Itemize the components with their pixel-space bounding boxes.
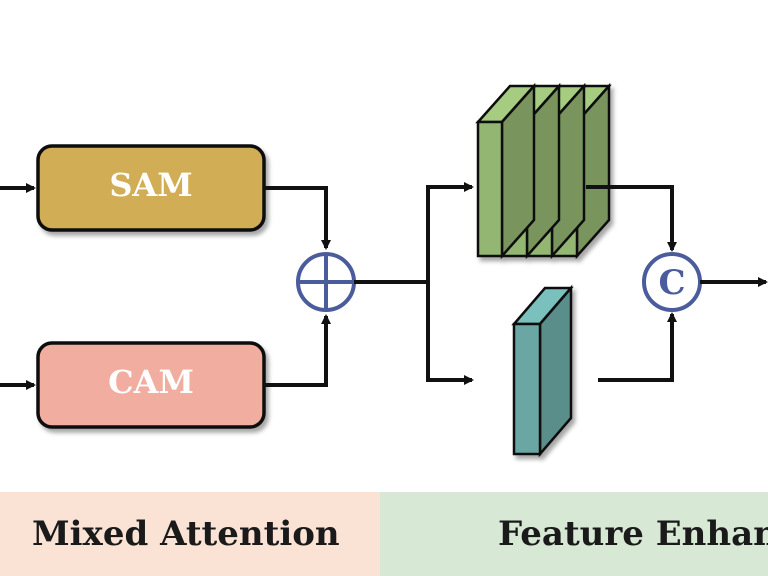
mixed-attention-label: Mixed Attention [32,514,340,554]
feature-enhancement-section: Feature Enhance [380,492,768,576]
single-to-concat-arrow [598,312,677,382]
cam-block: CAM [36,341,266,429]
cam-label: CAM [108,363,194,401]
sam-label: SAM [109,166,192,204]
sam-to-add-arrow [264,186,331,250]
stacked-to-concat-arrow [586,185,677,252]
cam-to-add-arrow [264,314,331,387]
add-operator-icon [296,252,356,312]
feature-enhancement-label: Feature Enhance [498,514,768,554]
stacked-map-front [476,120,504,258]
branch-to-single-arrow [426,282,474,385]
section-footer: Mixed Attention Feature Enhance [0,492,768,576]
sam-block: SAM [36,144,266,232]
single-feature-map-icon [511,284,574,458]
stacked-feature-maps-icon [475,82,612,260]
concat-label: C [658,263,685,303]
branch-to-stacked-arrow [426,182,474,282]
concat-operator-icon: C [642,252,702,312]
mixed-attention-section: Mixed Attention [0,492,380,576]
